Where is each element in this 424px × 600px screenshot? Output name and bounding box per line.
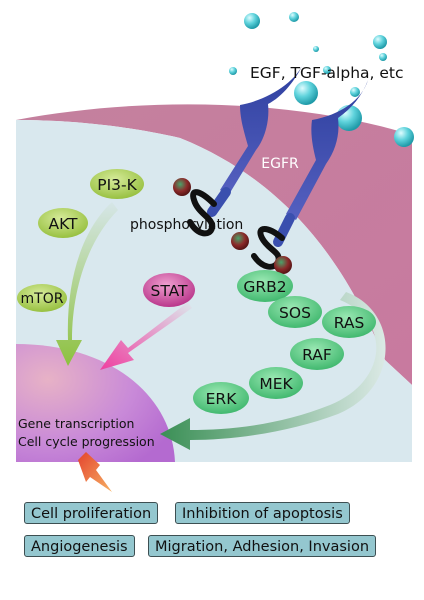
ras-node: RAS <box>322 306 376 338</box>
sos-node: SOS <box>268 296 322 328</box>
outcome-inhibition-of-apoptosis: Inhibition of apoptosis <box>175 502 350 524</box>
phosphate-group <box>274 256 292 274</box>
akt-pathway-arrow <box>56 202 118 366</box>
egfr-label: EGFR <box>261 156 299 172</box>
raf-label: RAF <box>302 346 332 364</box>
erk-node: ERK <box>193 382 249 414</box>
stat-node: STAT <box>143 273 195 307</box>
outcome-cell-proliferation: Cell proliferation <box>24 502 159 524</box>
akt-label: AKT <box>48 215 78 233</box>
outcome-angiogenesis: Angiogenesis <box>24 535 135 557</box>
grb2-node: GRB2 <box>237 270 293 302</box>
phosphorylation-label: phosphorylation <box>130 217 243 233</box>
ligand-molecules <box>229 12 414 147</box>
nucleus-output-arrow <box>78 452 112 492</box>
phosphate-group <box>173 178 191 196</box>
nucleus <box>16 344 175 462</box>
phosphorylation-coil-left <box>187 189 217 237</box>
egfr-receptor-left <box>207 62 304 217</box>
pi3k-label: PI3-K <box>97 176 137 194</box>
outcome-migration-adhesion-invasion: Migration, Adhesion, Invasion <box>148 535 377 557</box>
erk-label: ERK <box>206 390 238 408</box>
nucleus-text-line-1: Gene transcription <box>18 416 134 431</box>
mtor-label: mTOR <box>21 291 64 307</box>
phosphate-group <box>231 232 249 250</box>
grb2-label: GRB2 <box>243 278 286 296</box>
phosphorylation-coil-right <box>251 226 285 270</box>
stat-label: STAT <box>151 282 189 300</box>
mek-label: MEK <box>259 375 293 393</box>
ras-pathway-arrow <box>160 292 386 450</box>
mtor-node: mTOR <box>17 284 67 312</box>
ras-label: RAS <box>334 314 365 332</box>
sos-label: SOS <box>279 304 311 322</box>
raf-node: RAF <box>290 338 344 370</box>
akt-node: AKT <box>38 208 88 238</box>
pi3k-node: PI3-K <box>90 169 144 199</box>
stat-pathway-arrow <box>100 302 192 370</box>
mek-node: MEK <box>249 367 303 399</box>
ligand-label: EGF, TGF-alpha, etc <box>250 64 404 82</box>
nucleus-text-line-2: Cell cycle progression <box>18 434 155 449</box>
